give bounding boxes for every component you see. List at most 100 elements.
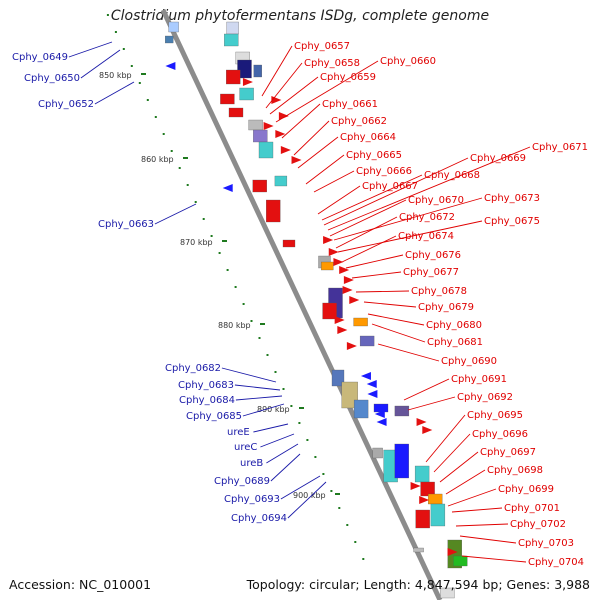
- scale-dot: [330, 490, 333, 492]
- leader-line: [371, 323, 426, 343]
- forward-gene-arrow: [419, 496, 430, 504]
- leader-line: [425, 414, 466, 463]
- gene-label-cphy-0670[interactable]: Cphy_0670: [408, 195, 464, 206]
- gene-label-cphy-0682[interactable]: Cphy_0682: [165, 363, 221, 374]
- leader-line: [242, 403, 285, 417]
- leader-line: [253, 423, 289, 433]
- reverse-gene-block: [373, 403, 389, 413]
- forward-gene-block: [237, 59, 252, 79]
- scale-dot: [266, 354, 269, 356]
- gene-label-cphy-0649[interactable]: Cphy_0649: [12, 52, 68, 63]
- reverse-gene-block: [331, 369, 345, 387]
- gene-label-cphy-0652[interactable]: Cphy_0652: [38, 99, 94, 110]
- gene-label-cphy-0650[interactable]: Cphy_0650: [24, 73, 80, 84]
- gene-label-cphy-0676[interactable]: Cphy_0676: [405, 250, 461, 261]
- gene-label-cphy-0665[interactable]: Cphy_0665: [346, 150, 402, 161]
- leader-line: [297, 136, 339, 169]
- gene-label-cphy-0689[interactable]: Cphy_0689: [214, 476, 270, 487]
- reverse-gene-block: [168, 21, 179, 33]
- scale-dot: [274, 371, 277, 373]
- gene-label-cphy-0663[interactable]: Cphy_0663: [98, 219, 154, 230]
- scale-tick-mark: [260, 323, 265, 325]
- leader-line: [235, 395, 283, 401]
- reverse-gene-block: [165, 35, 174, 44]
- accession-text: Accession: NC_010001: [9, 577, 152, 592]
- forward-gene-arrow: [339, 266, 350, 274]
- gene-label-cphy-0671[interactable]: Cphy_0671: [532, 142, 588, 153]
- gene-label-cphy-0659[interactable]: Cphy_0659: [320, 72, 376, 83]
- reverse-gene-block: [353, 399, 369, 419]
- leader-line: [317, 185, 361, 215]
- gene-label-ureb[interactable]: ureB: [240, 458, 263, 469]
- gene-label-cphy-0704[interactable]: Cphy_0704: [528, 557, 584, 568]
- gene-label-cphy-0660[interactable]: Cphy_0660: [380, 56, 436, 67]
- gene-label-cphy-0699[interactable]: Cphy_0699: [498, 484, 554, 495]
- gene-label-cphy-0680[interactable]: Cphy_0680: [426, 320, 482, 331]
- leader-line: [403, 378, 450, 401]
- gene-label-cphy-0673[interactable]: Cphy_0673: [484, 193, 540, 204]
- gene-label-cphy-0657[interactable]: Cphy_0657: [294, 41, 350, 52]
- forward-gene-block: [226, 21, 239, 35]
- scale-dot: [194, 201, 197, 203]
- forward-gene-arrow: [343, 276, 354, 284]
- forward-gene-block: [274, 175, 288, 187]
- gene-label-cphy-0658[interactable]: Cphy_0658: [304, 58, 360, 69]
- gene-label-cphy-0675[interactable]: Cphy_0675: [484, 216, 540, 227]
- gene-label-cphy-0694[interactable]: Cphy_0694: [231, 513, 287, 524]
- forward-gene-block: [239, 87, 254, 101]
- scale-tick-label: 900 kbp: [293, 491, 326, 500]
- gene-label-cphy-0664[interactable]: Cphy_0664: [340, 132, 396, 143]
- forward-gene-arrow: [410, 482, 421, 490]
- scale-dot: [298, 422, 301, 424]
- gene-label-cphy-0668[interactable]: Cphy_0668: [424, 170, 480, 181]
- gene-label-cphy-0666[interactable]: Cphy_0666: [356, 166, 412, 177]
- leader-line: [407, 396, 456, 411]
- gene-label-uree[interactable]: ureE: [227, 427, 250, 438]
- forward-gene-arrow: [278, 112, 289, 120]
- leader-line: [261, 45, 293, 97]
- gene-label-cphy-0685[interactable]: Cphy_0685: [186, 411, 242, 422]
- forward-gene-block: [453, 555, 468, 567]
- gene-label-cphy-0691[interactable]: Cphy_0691: [451, 374, 507, 385]
- gene-label-cphy-0677[interactable]: Cphy_0677: [403, 267, 459, 278]
- scale-dot: [186, 184, 189, 186]
- forward-gene-block: [252, 179, 267, 193]
- gene-label-cphy-0669[interactable]: Cphy_0669: [470, 153, 526, 164]
- gene-label-cphy-0674[interactable]: Cphy_0674: [398, 231, 454, 242]
- leader-line: [221, 367, 277, 383]
- gene-label-cphy-0702[interactable]: Cphy_0702: [510, 519, 566, 530]
- gene-label-cphy-0667[interactable]: Cphy_0667: [362, 181, 418, 192]
- gene-label-cphy-0697[interactable]: Cphy_0697: [480, 447, 536, 458]
- leader-line: [455, 523, 509, 527]
- scale-dot: [154, 116, 157, 118]
- gene-label-cphy-0679[interactable]: Cphy_0679: [418, 302, 474, 313]
- scale-tick-mark: [141, 73, 146, 75]
- gene-label-cphy-0662[interactable]: Cphy_0662: [331, 116, 387, 127]
- gene-label-cphy-0678[interactable]: Cphy_0678: [411, 286, 467, 297]
- gene-label-cphy-0695[interactable]: Cphy_0695: [467, 410, 523, 421]
- gene-label-cphy-0696[interactable]: Cphy_0696: [472, 429, 528, 440]
- leader-line: [459, 535, 517, 544]
- gene-label-cphy-0703[interactable]: Cphy_0703: [518, 538, 574, 549]
- gene-label-cphy-0690[interactable]: Cphy_0690: [441, 356, 497, 367]
- leader-line: [270, 453, 301, 482]
- gene-label-cphy-0684[interactable]: Cphy_0684: [179, 395, 235, 406]
- scale-dot: [346, 524, 349, 526]
- gene-label-cphy-0672[interactable]: Cphy_0672: [399, 212, 455, 223]
- gene-label-cphy-0693[interactable]: Cphy_0693: [224, 494, 280, 505]
- gene-label-urec[interactable]: ureC: [234, 442, 257, 453]
- leader-line: [363, 301, 417, 308]
- gene-label-cphy-0683[interactable]: Cphy_0683: [178, 380, 234, 391]
- forward-gene-arrow: [263, 122, 274, 130]
- leader-line: [351, 271, 402, 279]
- gene-label-cphy-0661[interactable]: Cphy_0661: [322, 99, 378, 110]
- gene-label-cphy-0692[interactable]: Cphy_0692: [457, 392, 513, 403]
- gene-label-cphy-0698[interactable]: Cphy_0698: [487, 465, 543, 476]
- gene-labels: Cphy_0657Cphy_0658Cphy_0659Cphy_0660Cphy…: [12, 41, 588, 568]
- forward-gene-block: [282, 239, 296, 248]
- gene-label-cphy-0701[interactable]: Cphy_0701: [504, 503, 560, 514]
- leader-line: [275, 60, 379, 123]
- forward-gene-arrow: [346, 342, 357, 350]
- gene-label-cphy-0681[interactable]: Cphy_0681: [427, 337, 483, 348]
